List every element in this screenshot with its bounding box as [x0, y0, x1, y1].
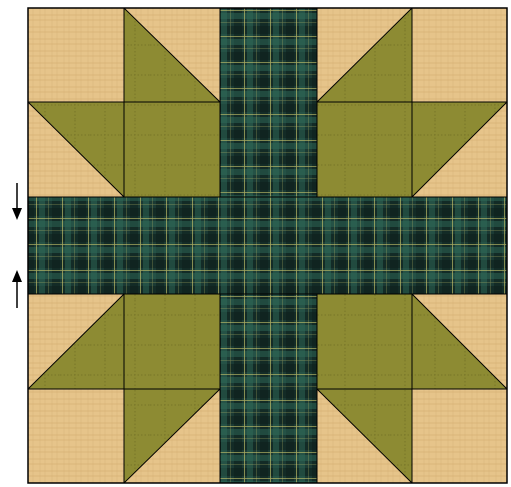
corner-bottom-left — [28, 294, 220, 483]
sashing-vertical-bottom — [220, 294, 317, 483]
sashing-vertical-top — [220, 8, 317, 197]
corner-bottom-right — [317, 294, 507, 483]
arrow-down-icon — [12, 183, 22, 220]
corner-top-right — [317, 8, 507, 197]
corner-top-left — [28, 8, 220, 197]
arrow-up-icon — [12, 270, 22, 308]
sashing-horizontal — [28, 197, 507, 294]
